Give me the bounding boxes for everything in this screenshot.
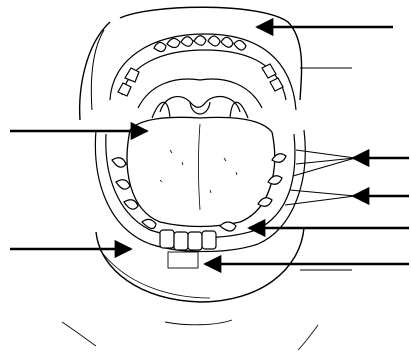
upper-teeth — [110, 34, 296, 110]
blank-answer-lines — [300, 68, 352, 270]
tongue — [127, 117, 275, 226]
label-arrows — [10, 27, 409, 264]
palate-and-uvula — [138, 79, 262, 118]
